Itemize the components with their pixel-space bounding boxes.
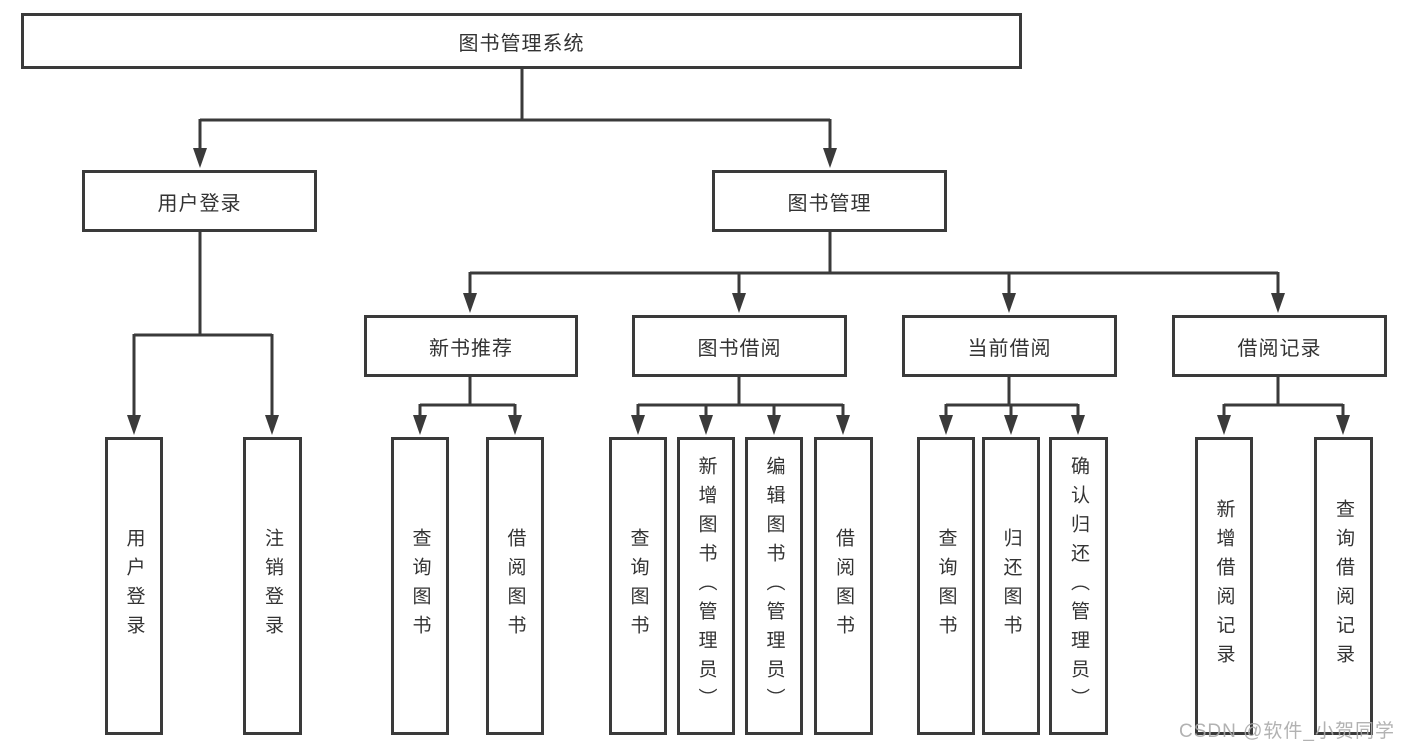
node-book-management: 图书管理	[712, 170, 947, 232]
leaf-user-login: 用户登录	[105, 437, 163, 735]
leaf-logout: 注销登录	[243, 437, 302, 735]
node-book-borrow: 图书借阅	[632, 315, 847, 377]
leaf-borrow-borrow-books: 借阅图书	[814, 437, 873, 735]
node-library-management-system: 图书管理系统	[21, 13, 1022, 69]
leaf-record-query-borrow-record: 查询借阅记录	[1314, 437, 1373, 735]
leaf-current-query-books: 查询图书	[917, 437, 975, 735]
leaf-current-confirm-return-admin: 确认归还（管理员）	[1049, 437, 1108, 735]
leaf-borrow-add-books-admin: 新增图书（管理员）	[677, 437, 735, 735]
leaf-current-return-books: 归还图书	[982, 437, 1040, 735]
node-new-book-recommend: 新书推荐	[364, 315, 578, 377]
leaf-newbook-borrow-books: 借阅图书	[486, 437, 544, 735]
csdn-watermark: CSDN @软件_小贺同学	[1179, 721, 1395, 742]
node-user-login: 用户登录	[82, 170, 317, 232]
node-current-borrow: 当前借阅	[902, 315, 1117, 377]
leaf-newbook-query-books: 查询图书	[391, 437, 449, 735]
leaf-record-add-borrow-record: 新增借阅记录	[1195, 437, 1253, 735]
leaf-borrow-edit-books-admin: 编辑图书（管理员）	[745, 437, 803, 735]
leaf-borrow-query-books: 查询图书	[609, 437, 667, 735]
node-borrow-record: 借阅记录	[1172, 315, 1387, 377]
